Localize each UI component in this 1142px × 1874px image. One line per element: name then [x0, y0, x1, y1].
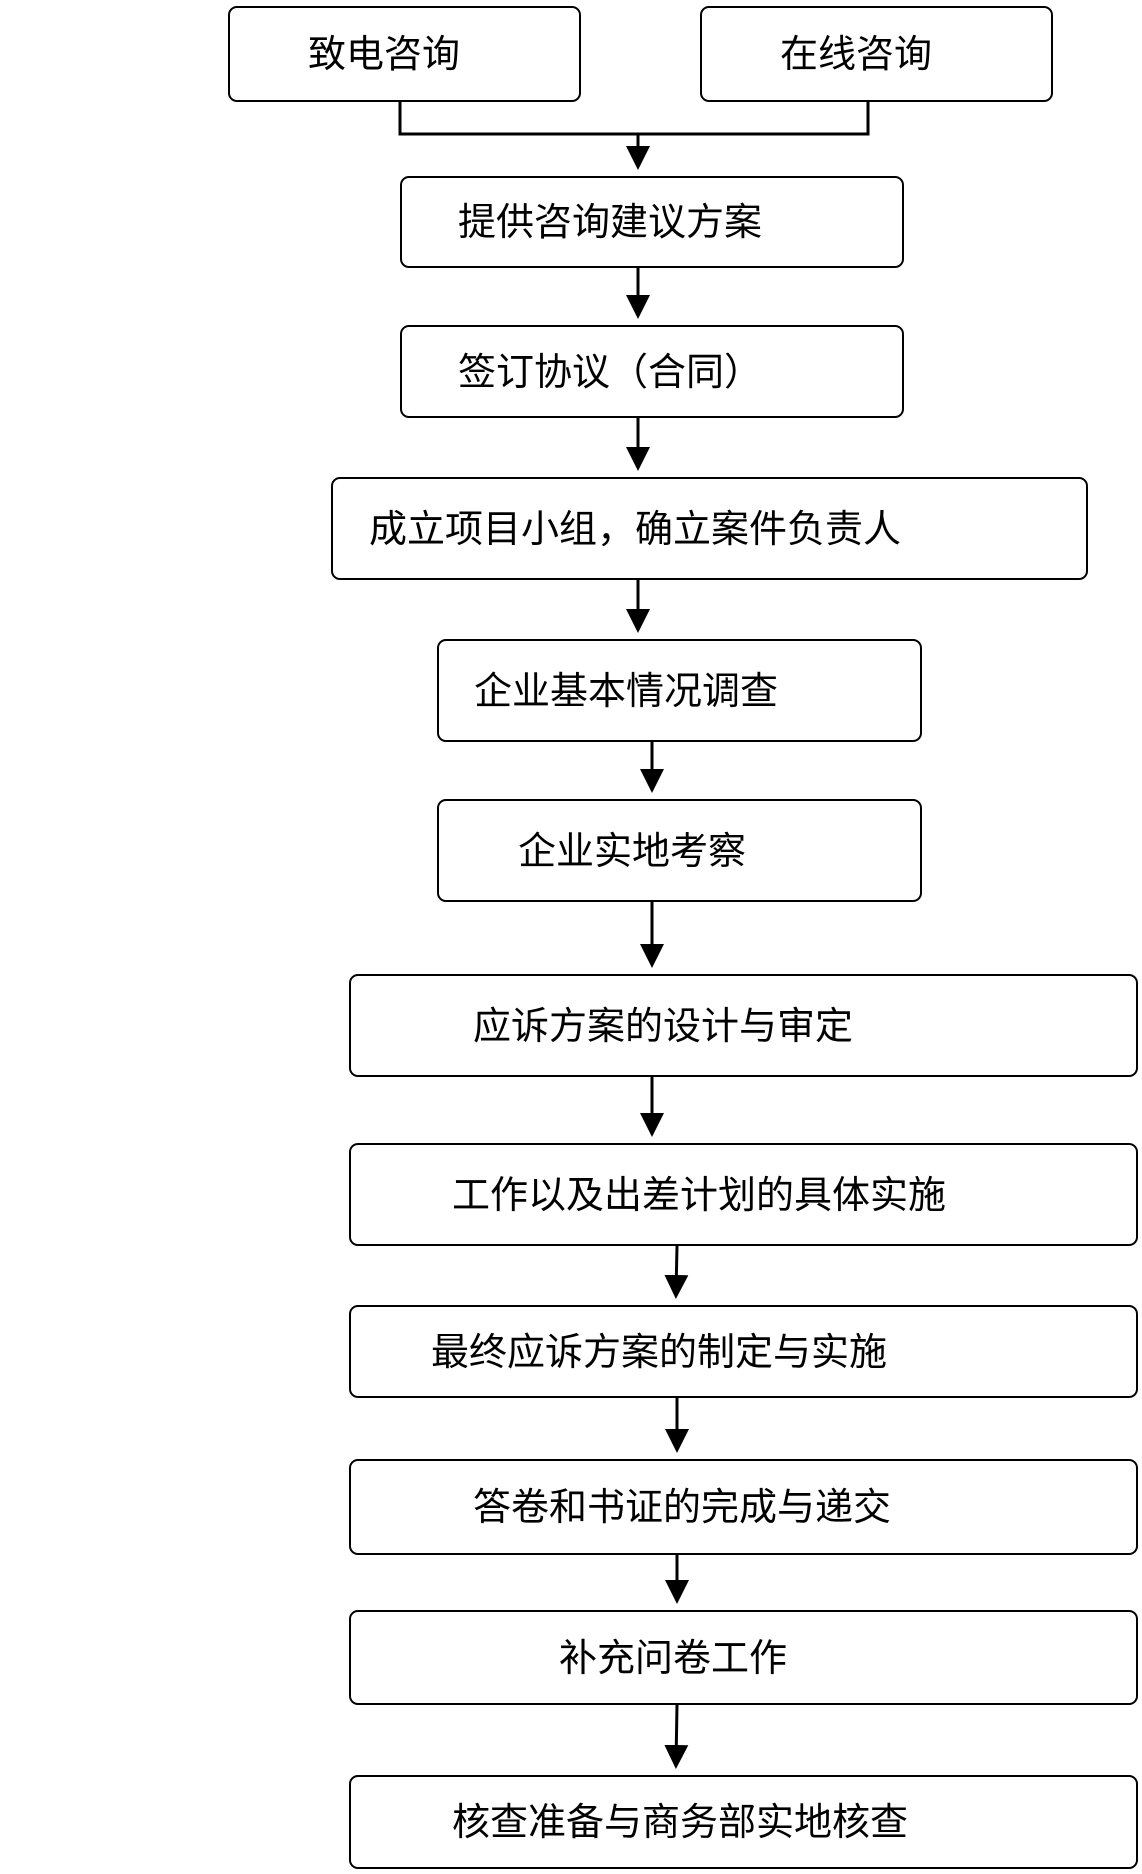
step-box-10: 补充问卷工作 [349, 1610, 1138, 1705]
step-box-5: 企业实地考察 [437, 799, 922, 902]
step-label-8: 最终应诉方案的制定与实施 [431, 1329, 888, 1374]
step-label-4: 企业基本情况调查 [474, 668, 779, 713]
step-box-6: 应诉方案的设计与审定 [349, 974, 1138, 1077]
step-label-11: 核查准备与商务部实地核查 [452, 1800, 909, 1844]
phone-consultation-box: 致电咨询 [228, 6, 581, 102]
step-box-2: 签订协议（合同） [400, 325, 904, 418]
step-box-1: 提供咨询建议方案 [400, 176, 904, 268]
merge-connector [398, 102, 870, 136]
online-consultation-box: 在线咨询 [700, 6, 1053, 102]
step-label-3: 成立项目小组，确立案件负责人 [369, 506, 902, 551]
step-label-10: 补充问卷工作 [559, 1635, 788, 1680]
arrow-to-step-8 [664, 1245, 689, 1299]
online-consultation-label: 在线咨询 [780, 32, 933, 76]
step-label-9: 答卷和书证的完成与递交 [473, 1485, 892, 1529]
step-box-8: 最终应诉方案的制定与实施 [349, 1305, 1138, 1398]
step-box-4: 企业基本情况调查 [437, 639, 922, 742]
step-box-9: 答卷和书证的完成与递交 [349, 1459, 1138, 1555]
step-label-5: 企业实地考察 [518, 828, 747, 873]
step-box-11: 核查准备与商务部实地核查 [349, 1775, 1138, 1869]
step-label-2: 签订协议（合同） [458, 349, 763, 394]
step-box-7: 工作以及出差计划的具体实施 [349, 1143, 1138, 1246]
step-box-3: 成立项目小组，确立案件负责人 [331, 477, 1088, 580]
arrow-to-step-11 [664, 1704, 689, 1769]
step-label-6: 应诉方案的设计与审定 [473, 1003, 854, 1048]
phone-consultation-label: 致电咨询 [308, 32, 461, 76]
step-label-1: 提供咨询建议方案 [458, 200, 763, 244]
step-label-7: 工作以及出差计划的具体实施 [452, 1172, 947, 1217]
